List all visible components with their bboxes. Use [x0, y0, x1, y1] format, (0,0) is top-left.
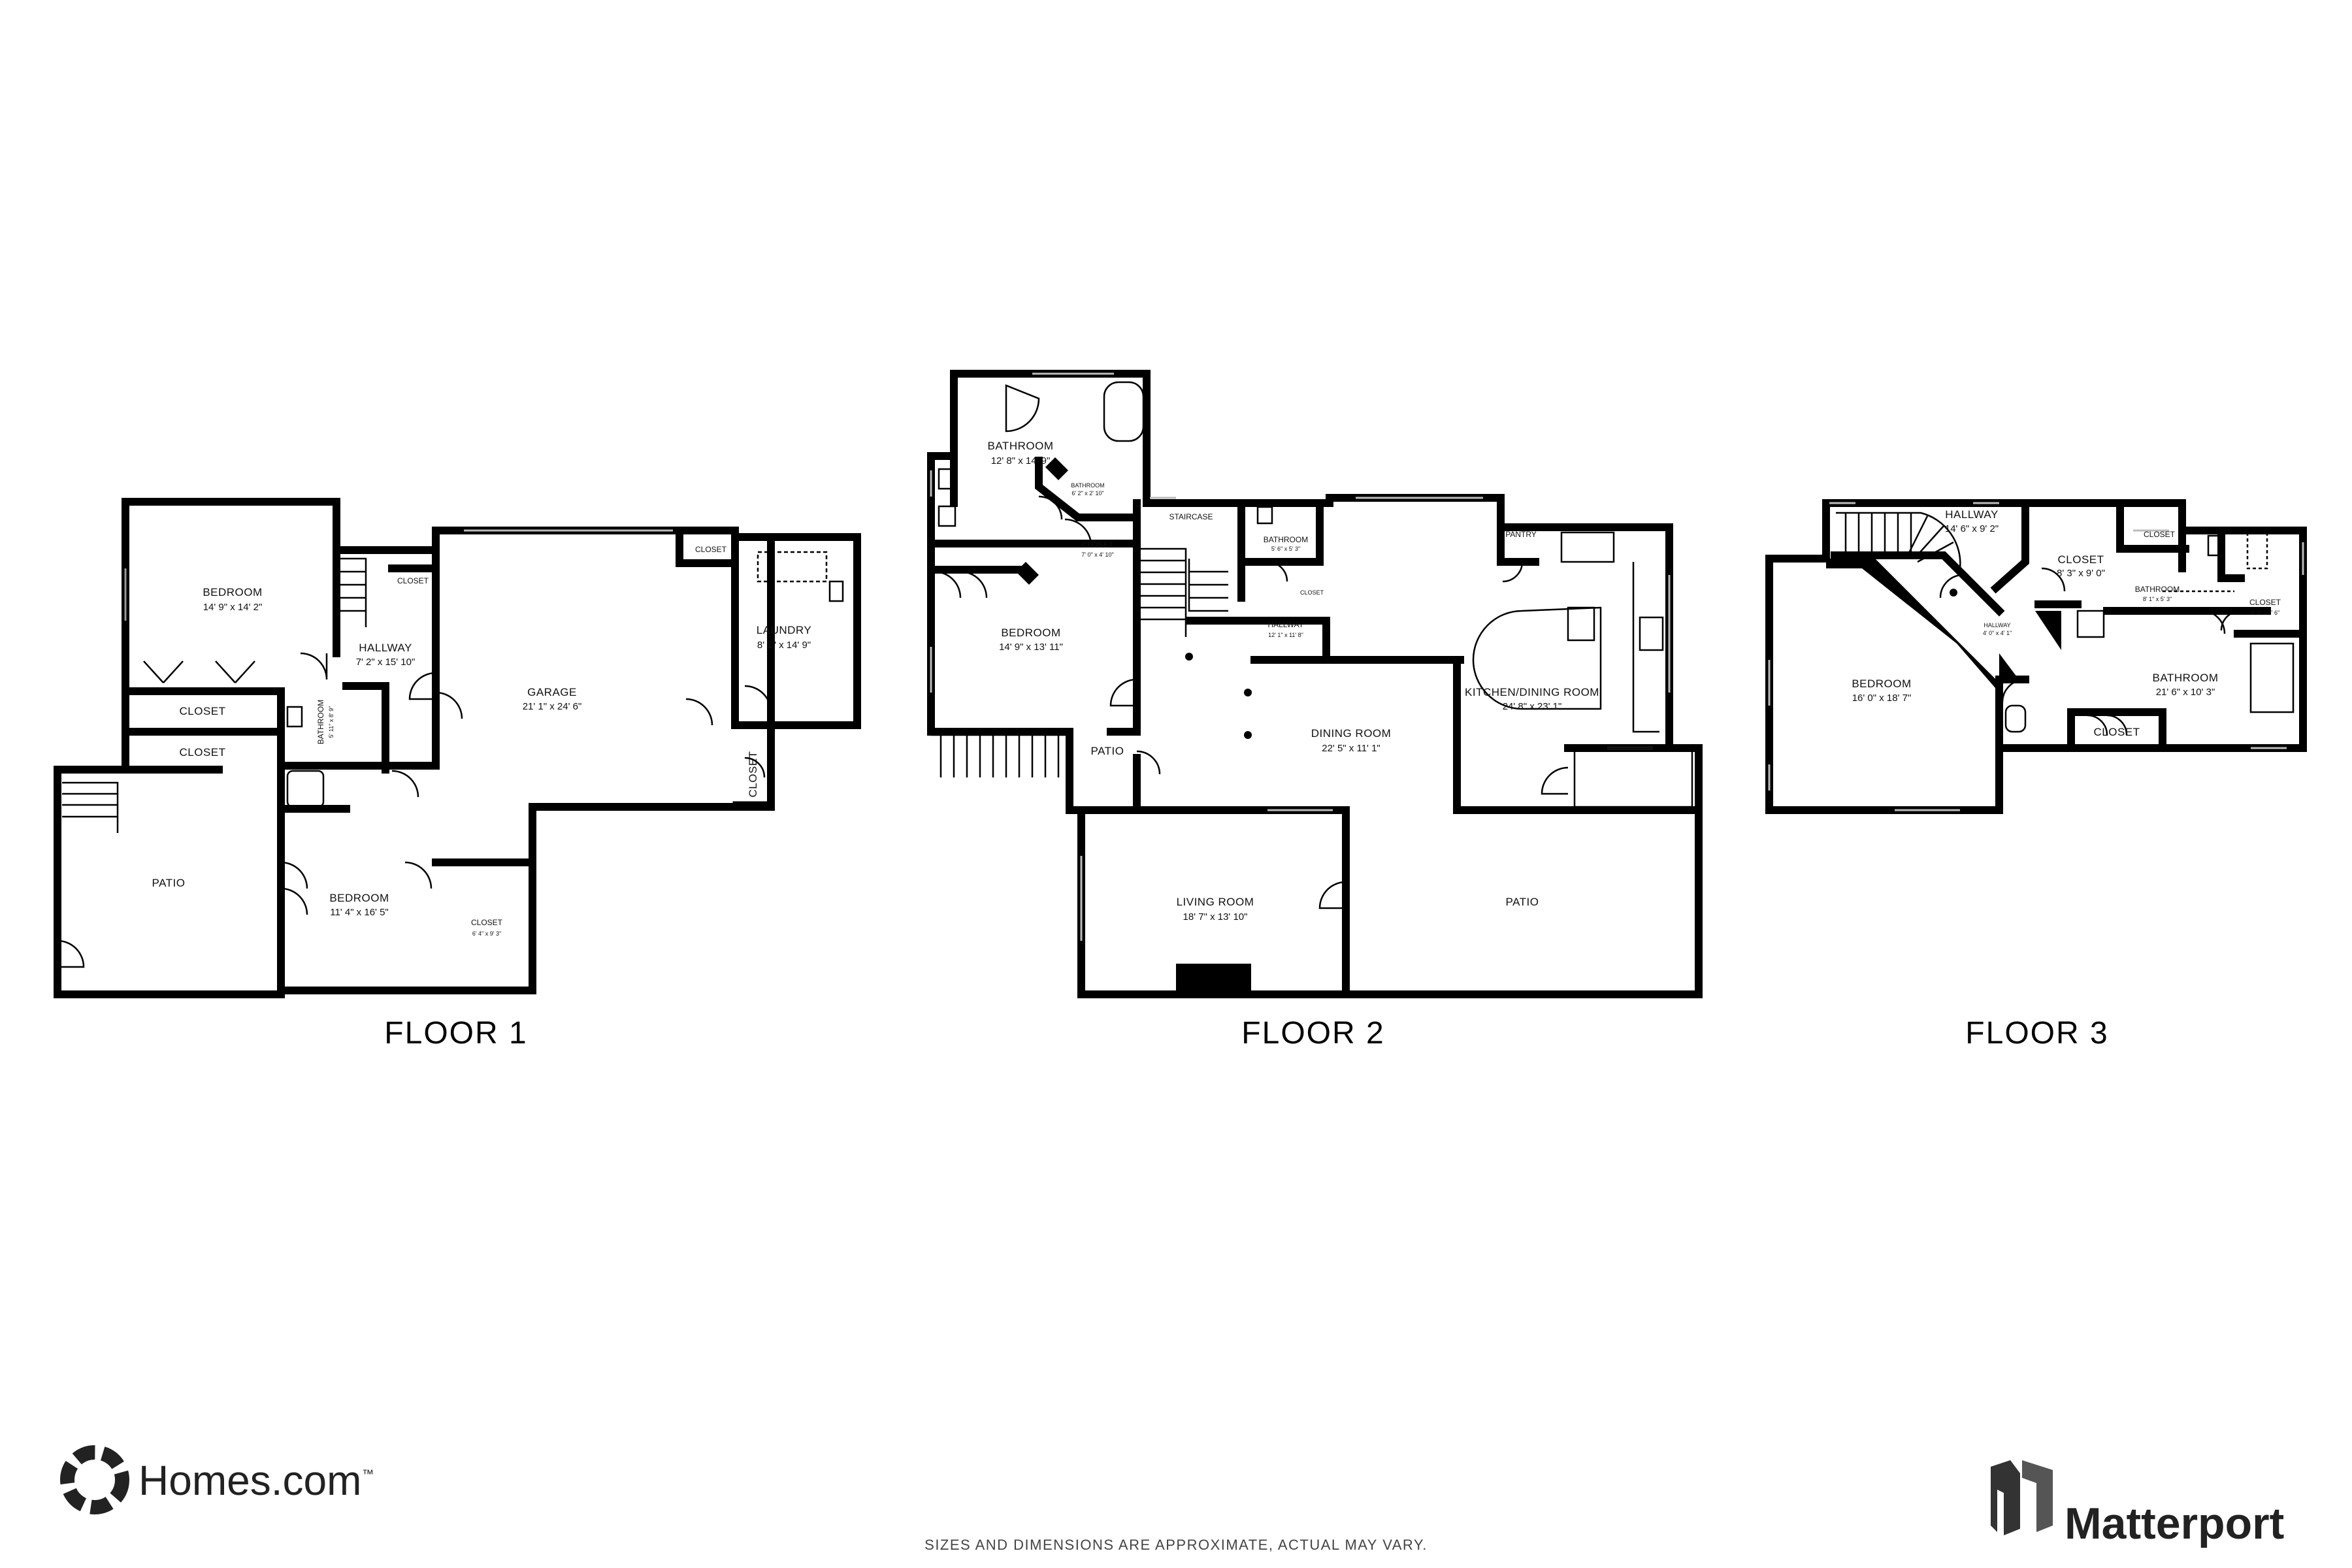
- floor3-bathroom1-dims: 8' 1" x 5' 3": [2143, 596, 2172, 602]
- homes-logo-icon: [60, 1445, 129, 1514]
- floor2-living-name: LIVING ROOM: [1177, 896, 1254, 908]
- floor2-closet2-name: CLOSET: [1300, 589, 1324, 596]
- floor1-closet5-name: CLOSET: [179, 746, 225, 759]
- floor2-patio1-name: PATIO: [1091, 745, 1124, 757]
- floor-2-plan: BATHROOM 12' 8" x 14' 9" BATHROOM 6' 2" …: [927, 370, 1703, 1051]
- floor2-hallway-dims: 12' 1" x 11' 8": [1268, 632, 1303, 638]
- floor1-bedroom2-dims: 11' 4" x 16' 5": [330, 907, 389, 918]
- floor3-hallway2-dims: 4' 0" x 4' 1": [1983, 630, 2012, 636]
- floor1-closet4-name: CLOSET: [179, 705, 225, 717]
- matterport-logo-text: Matterport: [2065, 1499, 2284, 1548]
- floor1-closet1-name: CLOSET: [397, 576, 429, 585]
- floor1-closet3-name: CLOSET: [747, 751, 759, 797]
- floor2-dining-dims: 22' 5" x 11' 1": [1322, 743, 1380, 754]
- floor-2-label: FLOOR 2: [1241, 1016, 1384, 1051]
- floor-3-plan: HALLWAY 14' 6" x 9' 2" CLOSET 8' 3" x 9'…: [1765, 499, 2307, 1051]
- floor1-closet6-dims: 6' 4" x 9' 3": [472, 930, 501, 937]
- floor2-closet1-name: CLOSET: [1082, 540, 1114, 549]
- floor3-closet1-dims: 8' 3" x 9' 0": [2057, 568, 2105, 579]
- homes-logo: Homes.com ™: [60, 1445, 374, 1514]
- floor3-hallway2-name: HALLWAY: [1984, 622, 2010, 629]
- homes-logo-mark: ™: [362, 1467, 374, 1480]
- disclaimer: SIZES AND DIMENSIONS ARE APPROXIMATE, AC…: [924, 1537, 1428, 1553]
- floor2-pantry-name: PANTRY: [1505, 530, 1537, 539]
- floor-1-plan: BEDROOM 14' 9" x 14' 2" CLOSET HALLWAY 7…: [54, 498, 861, 1051]
- homes-logo-text: Homes.com: [139, 1457, 361, 1504]
- floor2-bedroom-dims: 14' 9" x 13' 11": [999, 642, 1063, 653]
- floor2-dining-name: DINING ROOM: [1311, 727, 1392, 740]
- floor1-bedroom2-name: BEDROOM: [329, 892, 389, 904]
- floor1-garage-name: GARAGE: [527, 686, 577, 698]
- floor1-patio-name: PATIO: [152, 877, 186, 889]
- floor2-kitchen-dims: 24' 8" x 23' 1": [1503, 701, 1562, 712]
- floor3-bedroom-name: BEDROOM: [1852, 678, 1911, 690]
- floor1-closet2-name: CLOSET: [695, 545, 727, 554]
- floor1-laundry-dims: 8' 1" x 14' 9": [757, 640, 811, 651]
- floor1-bedroom1-dims: 14' 9" x 14' 2": [203, 602, 263, 613]
- floor1-garage-dims: 21' 1" x 24' 6": [523, 701, 582, 712]
- floor3-bathroom1-name: BATHROOM: [2135, 585, 2180, 594]
- floor3-closet2-name: CLOSET: [2144, 530, 2176, 539]
- floor3-bedroom-dims: 16' 0" x 18' 7": [1852, 693, 1912, 704]
- floor2-bathroom1-dims: 12' 8" x 14' 9": [991, 455, 1051, 466]
- floor-3-label: FLOOR 3: [1965, 1016, 2108, 1051]
- floor1-hallway-dims: 7' 2" x 15' 10": [356, 657, 416, 668]
- floor2-kitchen-name: KITCHEN/DINING ROOM: [1465, 686, 1599, 698]
- floor2-bathroom2-dims: 6' 2" x 2' 10": [1071, 490, 1103, 497]
- floor3-hallway1-name: HALLWAY: [1945, 508, 1999, 521]
- floor1-hallway-name: HALLWAY: [359, 642, 412, 654]
- floor1-bedroom1-name: BEDROOM: [203, 586, 262, 598]
- floor1-bathroom-name: BATHROOM: [316, 700, 325, 744]
- floor2-patio2-name: PATIO: [1506, 896, 1539, 908]
- floor3-hallway1-dims: 14' 6" x 9' 2": [1945, 523, 1999, 534]
- floor2-bathroom2-name: BATHROOM: [1071, 482, 1104, 489]
- floor3-bathroom2-dims: 21' 6" x 10' 3": [2156, 687, 2215, 698]
- floor3-closet3-name: CLOSET: [2249, 598, 2281, 607]
- floor-1-label: FLOOR 1: [384, 1016, 527, 1051]
- floor2-bedroom-name: BEDROOM: [1001, 627, 1060, 639]
- floor3-closet3-dims: 8' 6" x 7' 6": [2251, 610, 2279, 616]
- floor1-bathroom-dims: 5' 11" x 8' 9": [328, 706, 335, 738]
- floor2-hallway-name: HALLWAY: [1267, 620, 1303, 629]
- floor2-bathroom3-name: BATHROOM: [1264, 535, 1308, 544]
- floor1-laundry-name: LAUNDRY: [757, 624, 811, 636]
- floor1-closet6-name: CLOSET: [471, 918, 503, 927]
- floor3-bathroom2-name: BATHROOM: [2153, 672, 2219, 684]
- matterport-logo-icon: [1991, 1460, 2053, 1535]
- matterport-logo: Matterport: [1991, 1460, 2284, 1548]
- floor3-closet1-name: CLOSET: [2057, 553, 2104, 566]
- floor2-bathroom3-dims: 5' 6" x 5' 3": [1271, 546, 1300, 552]
- floor3-closet4-name: CLOSET: [2093, 726, 2140, 738]
- floor2-bathroom1-name: BATHROOM: [988, 440, 1054, 452]
- floor2-staircase-name: STAIRCASE: [1169, 512, 1213, 521]
- floor2-closet1-dims: 7' 0" x 4' 10": [1081, 551, 1113, 558]
- floor2-living-dims: 18' 7" x 13' 10": [1183, 911, 1248, 923]
